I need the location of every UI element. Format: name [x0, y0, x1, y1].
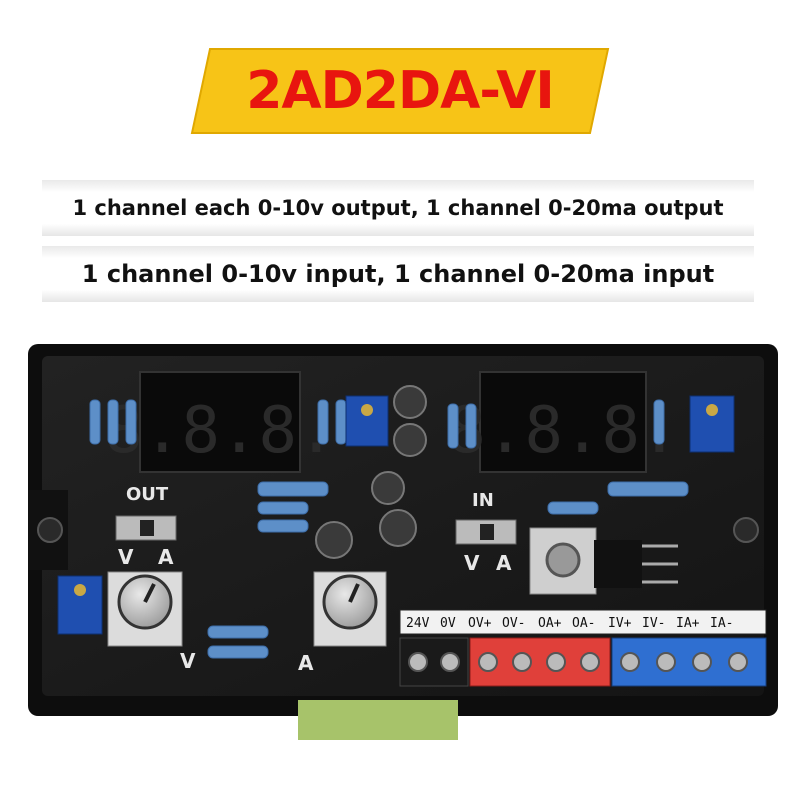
pot-v-label: V: [180, 649, 196, 673]
title-banner: 2AD2DA-VI: [190, 47, 610, 135]
trimpot-icon[interactable]: [345, 395, 389, 447]
terminal-block-black: [399, 637, 469, 687]
voltage-regulator: [529, 527, 678, 595]
out-label: OUT: [126, 484, 169, 505]
out-va-switch[interactable]: [115, 515, 177, 541]
terminal-label: OV+: [468, 616, 492, 631]
description-line-2: 1 channel 0-10v input, 1 channel 0-20ma …: [42, 246, 754, 302]
mounting-hole: [37, 517, 63, 543]
description-line-1: 1 channel each 0-10v output, 1 channel 0…: [42, 180, 754, 236]
pcb-photo: 8.8.8. 8.8.8.: [28, 340, 780, 780]
output-voltage-knob[interactable]: [107, 571, 183, 647]
trimpot-icon[interactable]: [57, 575, 103, 635]
terminal-label: OA+: [538, 616, 562, 631]
terminal-label: IA+: [676, 616, 700, 631]
terminal-label: 0V: [440, 616, 456, 631]
seven-segment-display-input: 8.8.8.: [447, 371, 679, 473]
terminal-label: OV-: [502, 616, 525, 631]
resistor-group: [89, 399, 689, 659]
capacitor-group: [315, 385, 427, 559]
terminal-label-strip: 24V 0V OV+ OV- OA+ OA- IV+ IV- IA+ IA-: [399, 609, 767, 635]
banner-background: [190, 48, 610, 134]
din-clip: [298, 700, 458, 740]
in-label: IN: [472, 490, 494, 511]
trimpot-icon[interactable]: [689, 395, 735, 453]
terminal-label: 24V: [406, 616, 430, 631]
in-a-label: A: [496, 551, 512, 575]
terminal-label: IV+: [608, 616, 632, 631]
terminal-block-blue: [611, 637, 767, 687]
out-a-label: A: [158, 545, 174, 569]
output-current-knob[interactable]: [313, 571, 387, 647]
in-va-switch[interactable]: [455, 519, 517, 545]
pot-a-label: A: [298, 651, 314, 675]
terminal-label: IV-: [642, 616, 665, 631]
pcb-board: 8.8.8. 8.8.8.: [28, 344, 778, 740]
terminal-label: OA-: [572, 616, 595, 631]
display-digits: 8.8.8.: [104, 394, 335, 468]
terminal-label: IA-: [710, 616, 733, 631]
terminal-block-red: [469, 637, 611, 687]
in-v-label: V: [464, 551, 480, 575]
banner-title: 2AD2DA-VI: [246, 61, 555, 121]
out-v-label: V: [118, 545, 134, 569]
mounting-hole: [733, 517, 759, 543]
display-digits: 8.8.8.: [447, 394, 678, 468]
seven-segment-display-output: 8.8.8.: [104, 371, 336, 473]
